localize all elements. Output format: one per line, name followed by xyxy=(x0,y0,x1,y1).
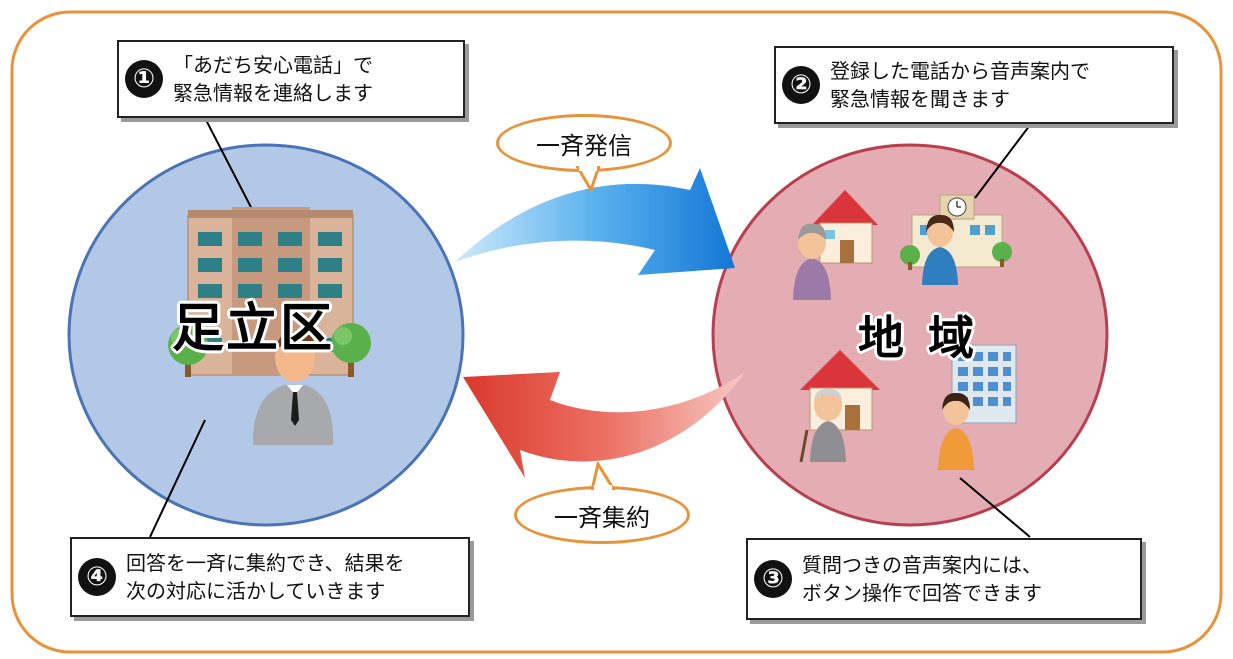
callout-step-1: ① 「あだち安心電話」で 緊急情報を連絡します xyxy=(117,40,465,118)
house-icon xyxy=(812,190,878,264)
step-number-4: ④ xyxy=(78,558,116,596)
callout-step-3: ③ 質問つきの音声案内には、 ボタン操作で回答できます xyxy=(746,538,1142,620)
connector-3 xyxy=(959,477,1031,538)
woman-icon xyxy=(922,214,958,285)
connector-1 xyxy=(204,117,256,216)
step-number-2: ② xyxy=(782,66,820,104)
bottom-arrow xyxy=(463,372,745,478)
broadcast-bubble: 一斉発信 xyxy=(496,114,672,172)
official-person-icon xyxy=(252,331,334,445)
left-circle-label: 足立区 xyxy=(172,299,335,359)
callout-step-2: ② 登録した電話から音声案内で 緊急情報を聞きます xyxy=(774,46,1174,124)
person-icon xyxy=(938,392,974,470)
callout-1-line-2: 緊急情報を連絡します xyxy=(173,81,373,105)
connector-4 xyxy=(149,419,206,538)
elderly-woman-icon xyxy=(793,223,831,300)
office-building-icon xyxy=(187,207,354,376)
broadcast-label: 一斉発信 xyxy=(536,131,632,160)
callout-3-line-2: ボタン操作で回答できます xyxy=(802,581,1042,605)
aggregation-bubble: 一斉集約 xyxy=(514,486,690,544)
broadcast-bubble-tail xyxy=(575,166,601,192)
aggregation-label: 一斉集約 xyxy=(554,503,650,532)
top-arrow xyxy=(455,168,735,275)
callout-step-4: ④ 回答を一斉に集約でき、結果を 次の対応に活かしていきます xyxy=(70,537,470,617)
right-circle-label: 地 域 xyxy=(858,311,979,365)
tree-icon xyxy=(168,325,208,377)
step-number-3: ③ xyxy=(754,560,792,598)
callout-2-line-1: 登録した電話から音声案内で xyxy=(830,59,1090,83)
callout-2-line-2: 緊急情報を聞きます xyxy=(830,87,1010,111)
callout-1-line-1: 「あだち安心電話」で xyxy=(173,53,373,77)
callout-4-line-2: 次の対応に活かしていきます xyxy=(126,579,386,603)
callout-4-line-1: 回答を一斉に集約でき、結果を xyxy=(126,551,405,575)
aggregation-bubble-tail xyxy=(590,462,616,490)
callout-3-line-1: 質問つきの音声案内には、 xyxy=(802,553,1042,577)
tree-icon xyxy=(331,323,371,377)
connector-2 xyxy=(974,124,1031,199)
step-number-1: ① xyxy=(125,60,163,98)
elderly-man-icon xyxy=(799,388,846,463)
